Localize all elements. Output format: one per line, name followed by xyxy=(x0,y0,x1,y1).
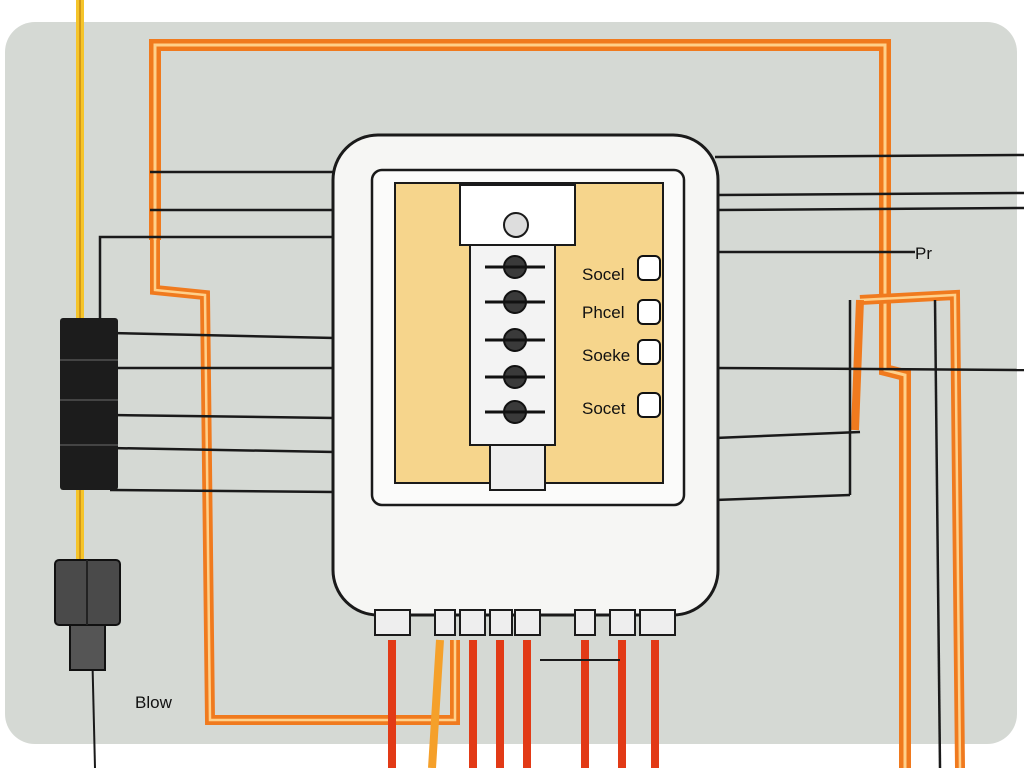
terminal-screws xyxy=(485,255,545,424)
black-wires xyxy=(98,153,1024,768)
bottom-wires xyxy=(388,639,659,768)
socket-label-3: Soeke xyxy=(582,346,630,365)
orange-loop-wire xyxy=(149,39,965,768)
junction-box xyxy=(331,133,720,636)
terminal-block xyxy=(60,318,118,490)
right-label: Pr xyxy=(915,244,932,263)
socket-connectors xyxy=(637,255,661,418)
socket-label-2: Phcel xyxy=(582,303,625,322)
socket-label-1: Socel xyxy=(582,265,625,284)
bottom-left-label: Blow xyxy=(135,693,173,712)
plug-icon xyxy=(54,559,121,671)
socket-label-4: Socet xyxy=(582,399,626,418)
